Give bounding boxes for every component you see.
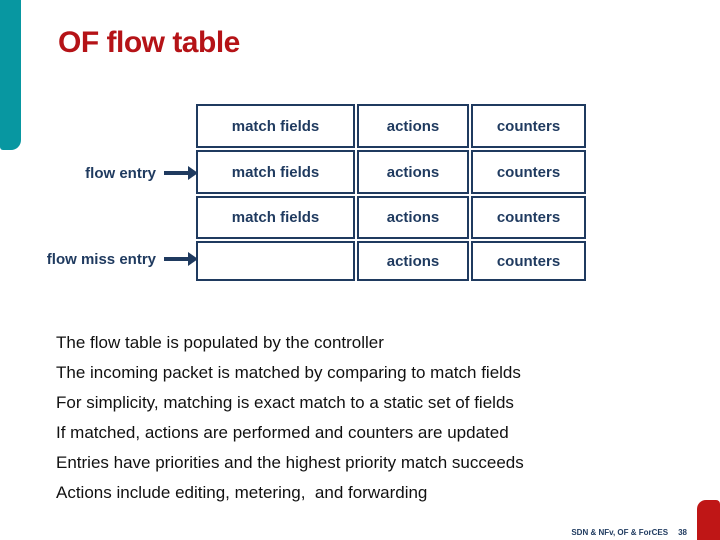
table-cell: match fields <box>196 150 355 194</box>
table-cell: counters <box>471 241 586 281</box>
body-line: Actions include editing, metering, and f… <box>56 483 428 502</box>
footer-deck-title: SDN & NFv, OF & ForCES <box>571 528 669 537</box>
body-line: The flow table is populated by the contr… <box>56 333 384 352</box>
teal-accent-bar <box>0 0 21 150</box>
body-line: Entries have priorities and the highest … <box>56 453 524 472</box>
flow-miss-entry-label: flow miss entry <box>46 250 156 268</box>
table-cell: actions <box>357 150 469 194</box>
body-line: If matched, actions are performed and co… <box>56 423 509 442</box>
body-line: For simplicity, matching is exact match … <box>56 393 514 412</box>
footer-page-number: 38 <box>678 528 687 537</box>
slide-title: OF flow table <box>58 26 240 59</box>
flow-miss-entry-label-group: flow miss entry <box>10 246 198 272</box>
table-cell: actions <box>357 241 469 281</box>
table-cell: counters <box>471 150 586 194</box>
body-line: The incoming packet is matched by compar… <box>56 363 521 382</box>
slide-footer: SDN & NFv, OF & ForCES 38 <box>571 528 687 537</box>
right-arrow-icon <box>164 166 198 180</box>
table-cell: match fields <box>196 196 355 239</box>
right-arrow-icon <box>164 252 198 266</box>
flow-entry-label-group: flow entry <box>30 160 198 186</box>
table-cell: actions <box>357 196 469 239</box>
table-cell: match fields <box>196 104 355 148</box>
flow-entry-label: flow entry <box>85 164 156 182</box>
table-cell: actions <box>357 104 469 148</box>
footer-red-tab <box>697 500 720 540</box>
table-cell-empty <box>196 241 355 281</box>
table-cell: counters <box>471 196 586 239</box>
flow-table: match fields actions counters match fiel… <box>196 104 586 281</box>
body-text: The flow table is populated by the contr… <box>56 328 616 508</box>
table-cell: counters <box>471 104 586 148</box>
